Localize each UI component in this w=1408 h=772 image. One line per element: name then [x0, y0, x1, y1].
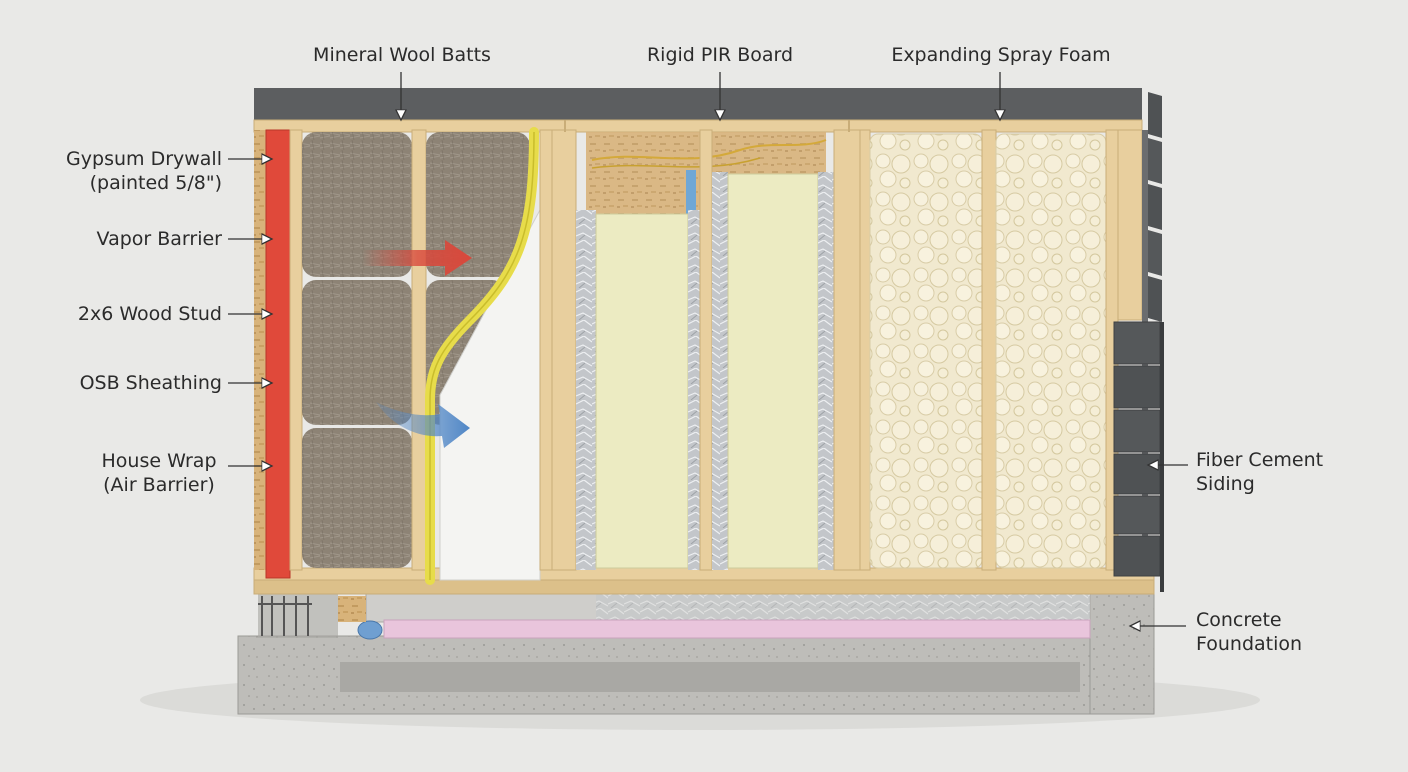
label-house-wrap-line2: (Air Barrier): [103, 474, 215, 496]
label-vapor-barrier: Vapor Barrier: [96, 228, 222, 250]
heat-flow-arrow: [362, 240, 472, 276]
label-fiber-cement-line2: Siding: [1196, 473, 1255, 495]
label-house-wrap-line1: House Wrap: [101, 450, 217, 472]
mineral-wool-section: [302, 127, 577, 585]
drain-pipe: [357, 620, 383, 640]
foam-insulation-strip: [383, 619, 1091, 639]
label-house-wrap: House Wrap (Air Barrier): [88, 449, 230, 497]
air-flow-arrow: [376, 402, 470, 448]
label-expanding-spray-foam: Expanding Spray Foam: [891, 44, 1111, 66]
label-wood-stud: 2x6 Wood Stud: [77, 303, 222, 325]
label-fiber-cement-line1: Fiber Cement: [1196, 449, 1324, 471]
label-concrete-line2: Foundation: [1196, 633, 1303, 655]
top-plate: [253, 119, 1143, 133]
fiber-cement-siding: [1113, 92, 1164, 592]
label-gypsum-line2: (painted 5/8"): [89, 172, 222, 194]
osb-sheathing: [254, 130, 266, 570]
label-mineral-wool-batts: Mineral Wool Batts: [313, 44, 491, 66]
spray-foam-section: [859, 129, 1143, 571]
label-concrete-line1: Concrete: [1196, 609, 1282, 631]
label-fiber-cement-siding: Fiber Cement Siding: [1196, 448, 1356, 496]
top-cap: [254, 88, 1142, 120]
stud-left: [289, 129, 303, 571]
rebar: [258, 596, 312, 636]
rigid-pir-section: [564, 120, 861, 571]
house-wrap-layer: [265, 129, 291, 579]
concrete-foundation: [237, 591, 1155, 715]
label-gypsum-drywall: Gypsum Drywall (painted 5/8"): [40, 147, 222, 195]
label-gypsum-line1: Gypsum Drywall: [66, 148, 222, 170]
sill-plate: [253, 579, 1155, 595]
label-osb-sheathing: OSB Sheathing: [79, 372, 222, 394]
label-concrete-foundation: Concrete Foundation: [1196, 608, 1356, 656]
label-rigid-pir-board: Rigid PIR Board: [646, 44, 794, 66]
leader-lines: [228, 72, 1188, 626]
